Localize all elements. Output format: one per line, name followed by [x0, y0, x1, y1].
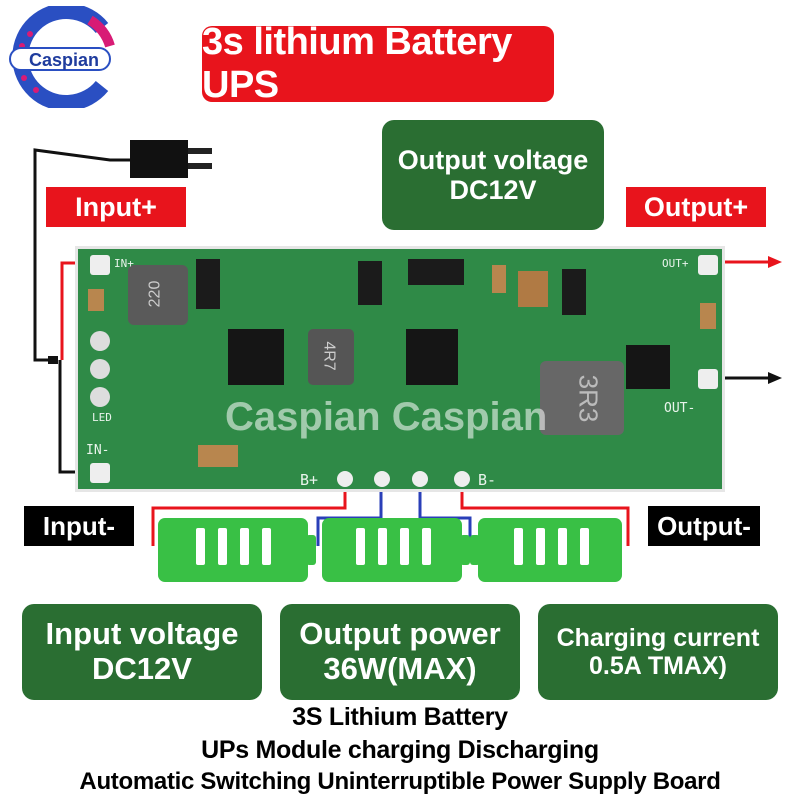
cap-c1 — [88, 289, 104, 311]
ups-pcb-board: 220 4R7 3R3 IN+ LED IN- OUT+ OUT- B+ B- — [75, 246, 725, 492]
output-voltage-label: Output voltage — [397, 144, 589, 175]
ic-top — [408, 259, 464, 285]
caption-line-1: 3S Lithium Battery — [292, 703, 508, 731]
inductor-4r7: 4R7 — [308, 329, 354, 385]
diode-d1 — [196, 259, 220, 309]
spec-input-voltage: Input voltage DC12V — [22, 604, 262, 700]
pad-2 — [90, 331, 110, 351]
spec-output-power: Output power 36W(MAX) — [280, 604, 520, 700]
in-plus-pad — [90, 255, 110, 275]
spec-charging-current-value: 0.5A TMAX) — [589, 652, 727, 680]
output-minus-arrow-icon — [768, 372, 782, 384]
inductor-220: 220 — [128, 265, 188, 325]
cap-c11 — [518, 271, 548, 307]
logo-text: Caspian — [28, 50, 100, 70]
page-title: 3s lithium Battery UPS — [202, 21, 554, 106]
caption-line-2: UPs Module charging Discharging — [201, 736, 599, 764]
input-minus-label: Input- — [24, 506, 134, 546]
inductor-3r3: 3R3 — [540, 361, 624, 435]
ic-u1 — [228, 329, 284, 385]
silk-in-plus: IN+ — [114, 257, 134, 270]
spec-charging-current-label: Charging current — [556, 624, 760, 652]
watermark: Caspian Caspian — [225, 395, 548, 439]
dc-plug-icon — [130, 140, 188, 178]
caspian-logo-mark — [9, 3, 115, 111]
output-plus-label: Output+ — [626, 187, 766, 227]
silk-b-plus: B+ — [300, 471, 319, 489]
caption-line-3: Automatic Switching Uninterruptible Powe… — [79, 768, 721, 795]
b-plus-pad — [337, 471, 353, 487]
b1-pad — [374, 471, 390, 487]
battery-cell-1-cap — [306, 535, 316, 565]
battery-cell-1 — [158, 518, 308, 582]
battery-cell-2-cap — [460, 535, 470, 565]
input-plus-label: Input+ — [46, 187, 186, 227]
inductor-4r7-label: 4R7 — [320, 341, 338, 371]
diode-d2 — [358, 261, 382, 305]
out-minus-pad — [698, 369, 718, 389]
ic-u3 — [626, 345, 670, 389]
pad-3 — [90, 359, 110, 379]
silk-led: LED — [92, 411, 112, 424]
inductor-220-label: 220 — [146, 280, 164, 308]
silk-in-minus: IN- — [86, 443, 110, 458]
out-plus-pad — [698, 255, 718, 275]
output-voltage-value: DC12V — [449, 175, 537, 205]
output-voltage-box: Output voltage DC12V — [382, 120, 604, 230]
cap-c10 — [700, 303, 716, 329]
pad-4 — [90, 387, 110, 407]
cap-c5 — [198, 445, 238, 467]
spec-output-power-value: 36W(MAX) — [323, 651, 477, 686]
spec-charging-current: Charging current 0.5A TMAX) — [538, 604, 778, 700]
spec-output-power-label: Output power — [299, 616, 501, 652]
spec-input-voltage-value: DC12V — [92, 651, 192, 686]
caspian-logo: Caspian — [6, 3, 124, 111]
in-minus-pad — [90, 463, 110, 483]
b2-pad — [412, 471, 428, 487]
battery-cell-2 — [322, 518, 462, 582]
diode-d4 — [562, 269, 586, 315]
output-plus-arrow-icon — [768, 256, 782, 268]
output-minus-label: Output- — [648, 506, 760, 546]
silk-b-minus: B- — [478, 471, 497, 489]
silk-out-plus: OUT+ — [662, 257, 689, 270]
battery-cell-3-cap — [470, 535, 480, 565]
spec-input-voltage-label: Input voltage — [45, 616, 239, 652]
ic-u2 — [406, 329, 458, 385]
silk-out-minus: OUT- — [664, 401, 696, 416]
battery-cell-3 — [478, 518, 622, 582]
b-minus-pad — [454, 471, 470, 487]
cap-c7 — [492, 265, 506, 293]
